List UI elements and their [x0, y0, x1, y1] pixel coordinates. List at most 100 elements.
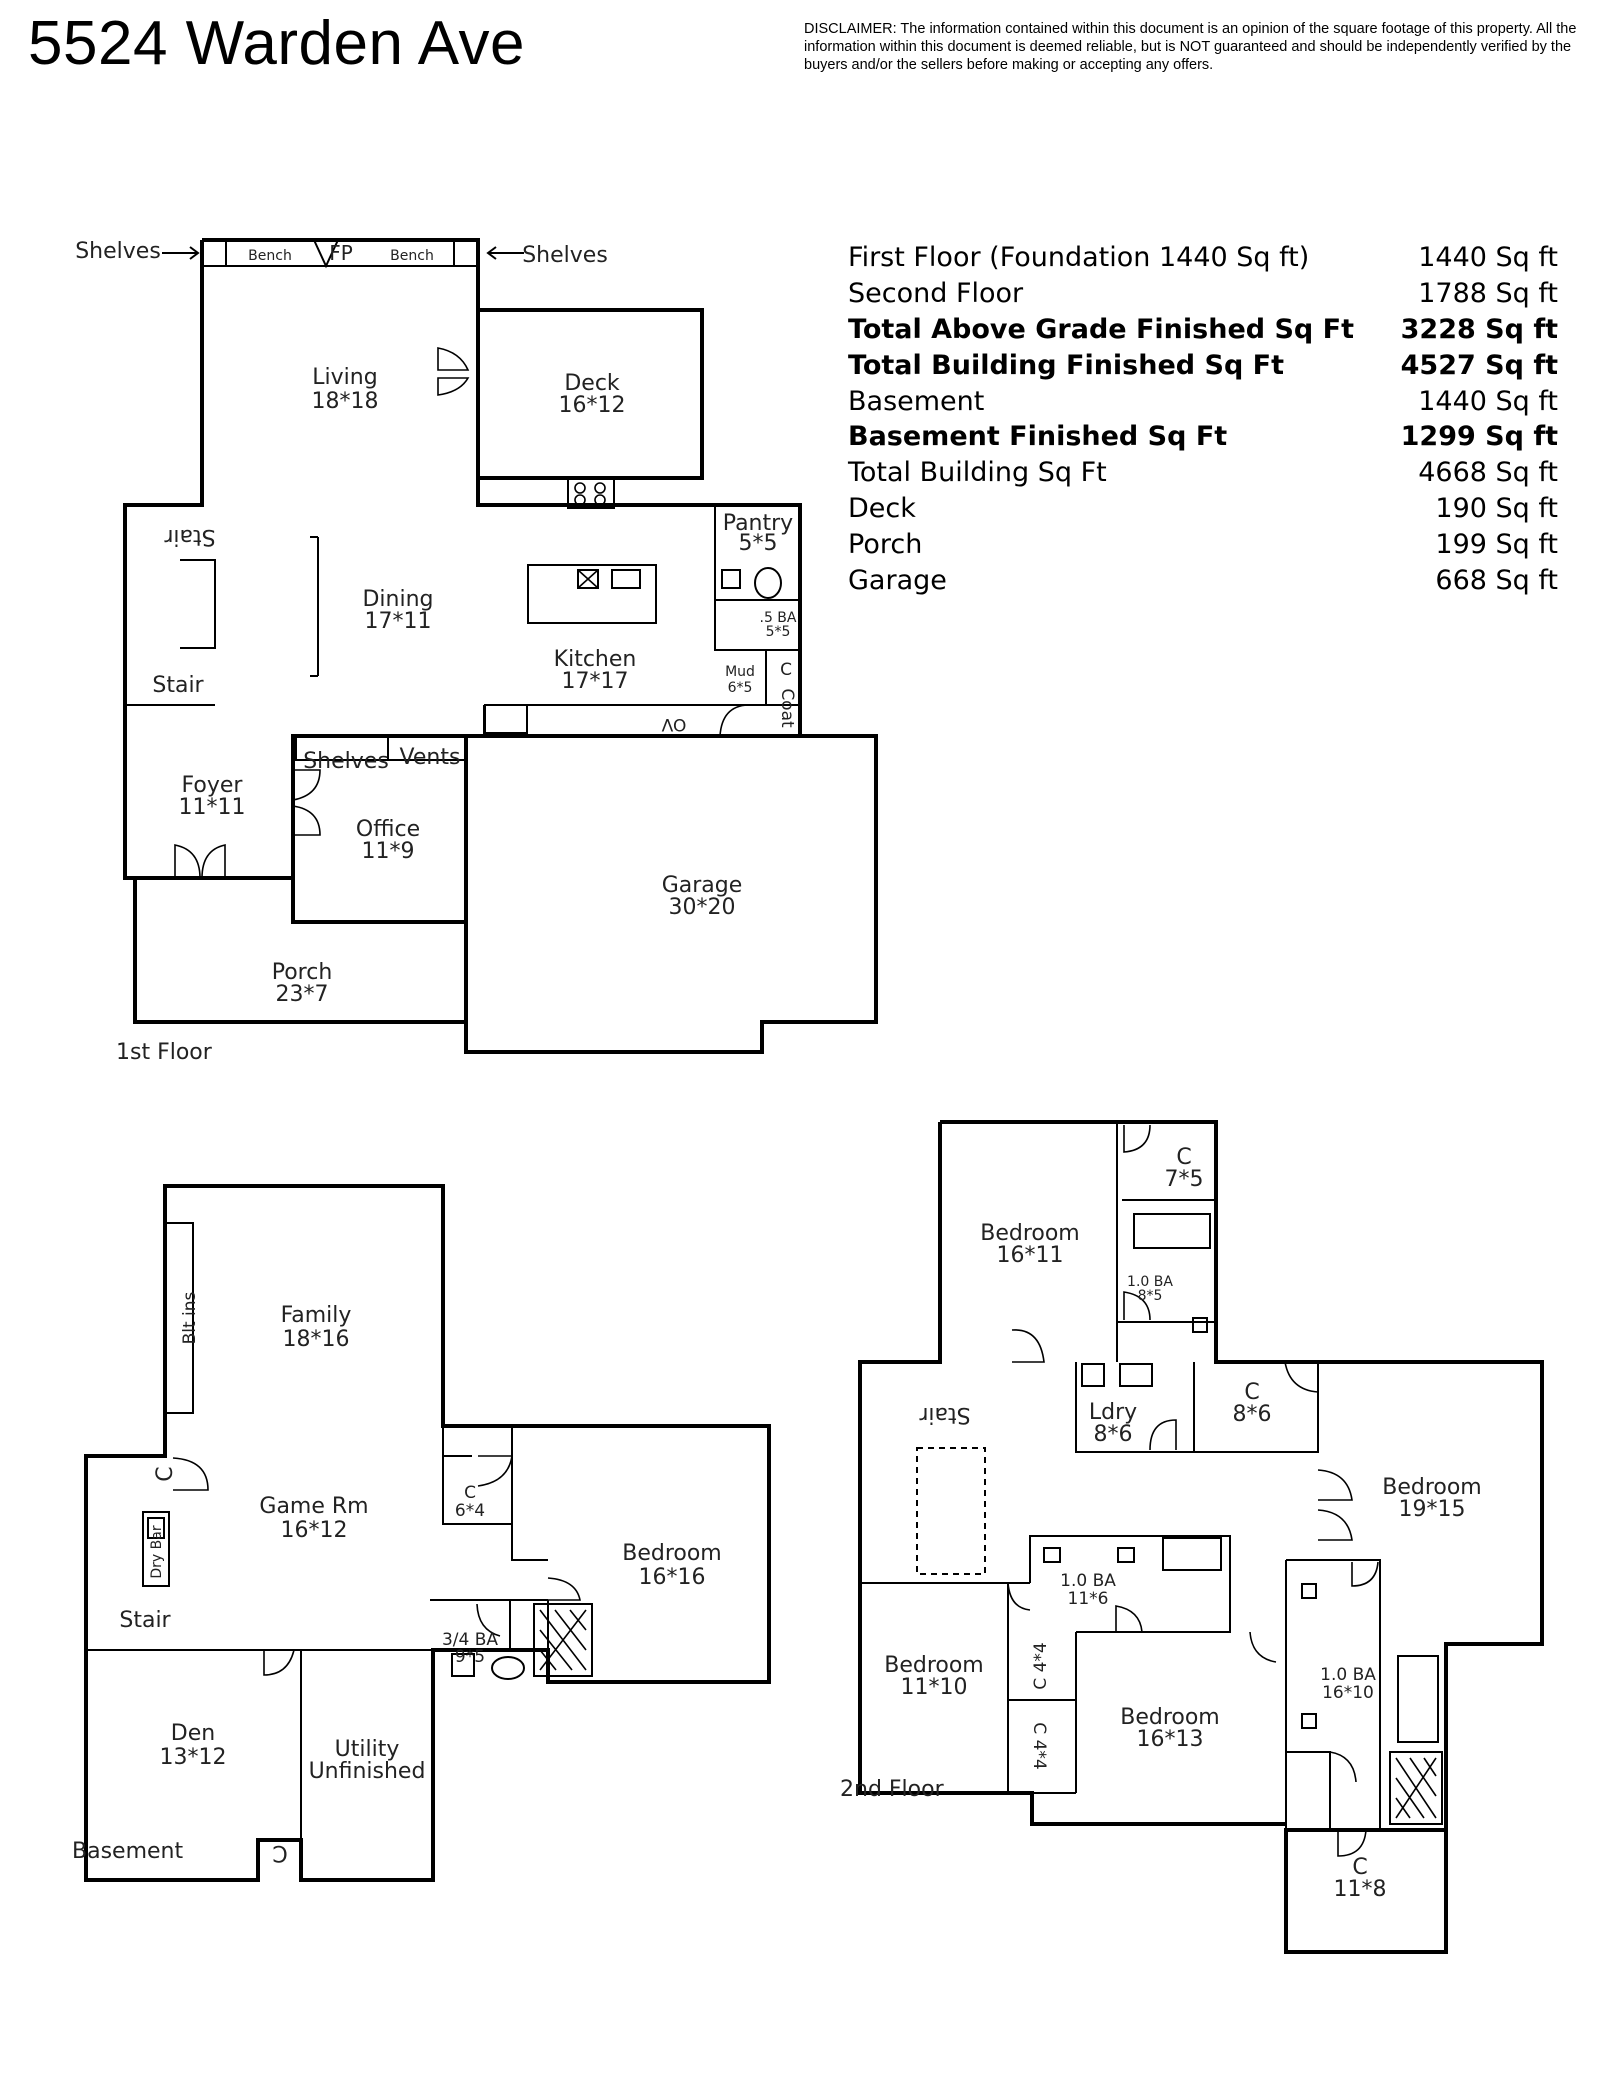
stair-second-label: Stair — [918, 1402, 970, 1427]
disclaimer: DISCLAIMER: The information contained wi… — [804, 21, 1577, 73]
stove-icon — [567, 477, 615, 509]
closet-bottom-name: C — [1352, 1855, 1367, 1880]
oven-box — [484, 704, 528, 734]
bath-mid-name: 1.0 BA — [1060, 1571, 1116, 1591]
kitchen-dim: 17*17 — [562, 669, 629, 694]
fp-label: FP — [329, 241, 353, 265]
closet-b-label: C 4*4 — [1029, 1722, 1049, 1769]
sqft-label: Total Above Grade Finished Sq Ft — [848, 313, 1355, 345]
coat-closet-c: C — [780, 660, 792, 680]
oven-label: OV — [661, 714, 686, 734]
office-dim: 11*9 — [362, 839, 415, 864]
porch-name: Porch — [272, 960, 333, 985]
closet-top-dim: 7*5 — [1165, 1167, 1204, 1192]
closet-bottom-dim: 11*8 — [1334, 1877, 1387, 1902]
basement-closet-mid-dim: 6*4 — [455, 1501, 485, 1521]
sqft-label: Basement Finished Sq Ft — [848, 421, 1228, 453]
pantry-dim: 5*5 — [739, 531, 778, 556]
laundry-name: Ldry — [1089, 1400, 1137, 1425]
utility-dim: Unfinished — [309, 1759, 426, 1784]
bedroom-right-dim: 19*15 — [1399, 1497, 1466, 1522]
bath-top-name: 1.0 BA — [1127, 1274, 1173, 1290]
basement-sink-icon — [451, 1653, 475, 1677]
garage-name: Garage — [662, 873, 743, 898]
sqft-value: 4668 Sq ft — [1418, 457, 1558, 489]
sqft-label: First Floor (Foundation 1440 Sq ft) — [848, 242, 1310, 274]
sqft-label: Second Floor — [848, 278, 1024, 310]
second-floor-plan: C 7*5 Bedroom 16*11 1.0 BA 8*5 Stair Ldr… — [840, 1120, 1544, 1954]
living-name: Living — [312, 365, 377, 390]
sqft-label: Total Building Finished Sq Ft — [848, 349, 1285, 381]
shower-right-icon — [1389, 1751, 1443, 1825]
bath-right-name: 1.0 BA — [1320, 1665, 1376, 1685]
sqft-row: Garage 668 Sq ft — [848, 562, 1558, 598]
sink-icon — [577, 569, 599, 589]
game-room-name: Game Rm — [259, 1494, 368, 1519]
stair-top-label: Stair — [163, 524, 215, 549]
toilet-icon — [754, 567, 782, 599]
dry-bar-label: Dry Bar — [149, 1525, 165, 1578]
bath-top-dim: 8*5 — [1138, 1288, 1163, 1304]
shower-icon — [533, 1603, 593, 1677]
bedroom-top-dim: 16*11 — [997, 1243, 1064, 1268]
sqft-label: Garage — [848, 564, 947, 596]
vents-label: Vents — [400, 745, 461, 770]
deck-name: Deck — [564, 371, 620, 396]
sqft-value: 4527 Sq ft — [1400, 349, 1558, 381]
sqft-value: 1440 Sq ft — [1418, 242, 1558, 274]
family-dim: 18*16 — [283, 1327, 350, 1352]
basement-label: Basement — [72, 1839, 183, 1864]
deck-dim: 16*12 — [559, 393, 626, 418]
den-dim: 13*12 — [160, 1745, 227, 1770]
second-floor-label: 2nd Floor — [840, 1777, 945, 1802]
first-floor-plan: Shelves Shelves Bench FP Bench Living 18… — [75, 238, 878, 1065]
basement-plan: Blt ins Family 18*16 C Game Rm 16*12 Dry… — [72, 1184, 771, 1882]
dining-dim: 17*11 — [365, 609, 432, 634]
pantry-name: Pantry — [723, 511, 793, 536]
living-dim: 18*18 — [312, 389, 379, 414]
basement-bedroom-dim: 16*16 — [639, 1565, 706, 1590]
shelves-left-label: Shelves — [75, 239, 161, 264]
sqft-value: 3228 Sq ft — [1400, 313, 1558, 345]
laundry-dim: 8*6 — [1094, 1422, 1133, 1447]
built-ins-label: Blt ins — [180, 1291, 200, 1344]
sqft-label: Basement — [848, 385, 985, 417]
kitchen-island — [527, 564, 657, 624]
sqft-value: 668 Sq ft — [1435, 564, 1558, 596]
shelves-right-label: Shelves — [522, 243, 608, 268]
square-footage-table: First Floor (Foundation 1440 Sq ft) 1440 … — [848, 240, 1558, 598]
basement-closet-mid-name: C — [464, 1483, 476, 1503]
page-title: 5524 Warden Ave — [28, 9, 525, 78]
bedroom-bottom-dim: 16*13 — [1137, 1727, 1204, 1752]
foyer-dim: 11*11 — [179, 795, 246, 820]
stair-label: Stair — [152, 673, 204, 698]
basement-toilet-icon — [491, 1656, 525, 1680]
tub-right-icon — [1397, 1655, 1439, 1743]
basement-closet-left: C — [153, 1466, 178, 1481]
bedroom-bottom-name: Bedroom — [1120, 1705, 1220, 1730]
utility-name: Utility — [335, 1737, 400, 1762]
basement-closet-bottom: C — [272, 1840, 287, 1865]
bath-mid-dim: 11*6 — [1068, 1589, 1109, 1609]
sqft-label: Deck — [848, 492, 916, 524]
half-bath-name: .5 BA — [760, 610, 797, 626]
sqft-value: 199 Sq ft — [1435, 528, 1558, 560]
kitchen-name: Kitchen — [554, 647, 637, 672]
basement-bath-name: 3/4 BA — [442, 1630, 498, 1650]
closet-a-label: C 4*4 — [1031, 1642, 1051, 1689]
bath-right-dim: 16*10 — [1322, 1683, 1374, 1703]
office-shelves-label: Shelves — [303, 749, 389, 774]
bench-left-label: Bench — [248, 248, 292, 264]
den-name: Den — [171, 1721, 215, 1746]
closet-top-name: C — [1176, 1145, 1191, 1170]
basement-bedroom-name: Bedroom — [622, 1541, 722, 1566]
bedroom-top-name: Bedroom — [980, 1221, 1080, 1246]
dry-bar-box — [142, 1511, 170, 1587]
bench-right-label: Bench — [390, 248, 434, 264]
